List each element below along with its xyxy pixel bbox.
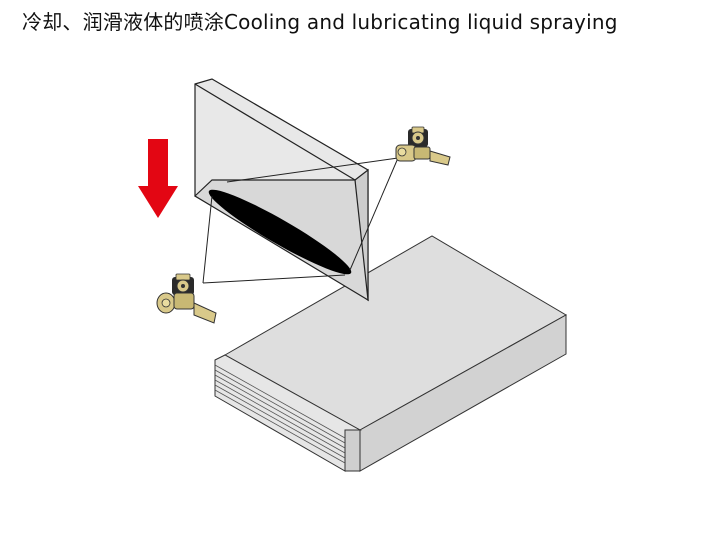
diagram-title: 冷却、润滑液体的喷涂Cooling and lubricating liquid… (22, 10, 618, 34)
spray-lines (202, 157, 399, 284)
spray-nozzle-icon (156, 273, 217, 324)
spray-nozzle-icon (395, 126, 451, 166)
workpiece-stack (214, 235, 568, 472)
spray-slot (208, 189, 352, 275)
punch-tool (194, 78, 369, 302)
workpiece-end-plate (344, 429, 361, 472)
down-arrow-icon (138, 139, 178, 218)
sheet-layers (214, 364, 346, 464)
